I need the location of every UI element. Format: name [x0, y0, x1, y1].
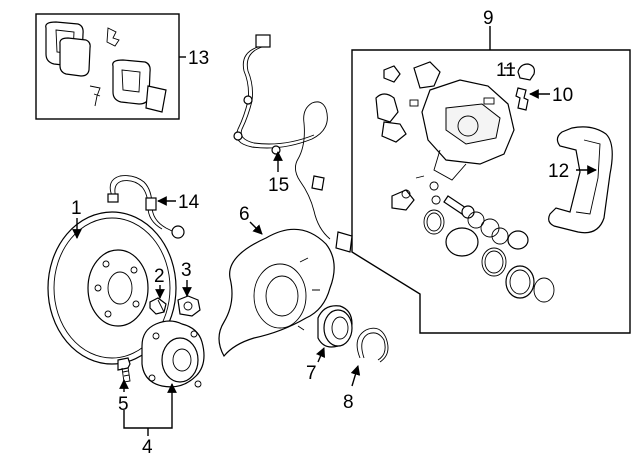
- callout-8: 8: [343, 392, 354, 413]
- callout-4: 4: [142, 437, 153, 458]
- brake-hose[interactable]: [107, 175, 185, 239]
- bleeder-screw: [515, 87, 529, 111]
- caliper-kit-frame: [351, 49, 631, 334]
- callout-14: 14: [178, 192, 200, 213]
- wheel-hub[interactable]: [141, 320, 205, 388]
- callout-5: 5: [118, 394, 129, 415]
- callout-10: 10: [552, 85, 573, 106]
- callout-9: 9: [483, 8, 494, 29]
- caliper-bracket[interactable]: [548, 126, 613, 234]
- snap-ring[interactable]: [356, 327, 389, 363]
- callout-13: 13: [188, 48, 209, 69]
- hub-nut[interactable]: [177, 295, 201, 317]
- brake-pad-inner: [112, 59, 151, 105]
- callout-12: 12: [548, 161, 569, 182]
- caliper-assembly[interactable]: [375, 61, 555, 303]
- dust-shield[interactable]: [218, 228, 335, 358]
- callout-7: 7: [306, 363, 317, 384]
- pad-shim: [145, 85, 167, 113]
- abs-sensor[interactable]: [233, 34, 353, 253]
- callout-6: 6: [239, 204, 250, 225]
- brake-rotor[interactable]: [47, 211, 177, 365]
- bleeder-cap: [517, 63, 535, 81]
- callout-15: 15: [268, 175, 289, 196]
- callout-2: 2: [154, 266, 165, 287]
- brake-pads-group[interactable]: [35, 13, 180, 120]
- callout-11: 11: [496, 60, 516, 81]
- callout-1: 1: [71, 198, 82, 219]
- caliper-piston: [445, 227, 479, 257]
- wheel-bearing[interactable]: [317, 305, 353, 348]
- brake-pads-frame: [35, 13, 180, 120]
- wheel-stud[interactable]: [117, 357, 131, 383]
- callout-3: 3: [181, 260, 192, 281]
